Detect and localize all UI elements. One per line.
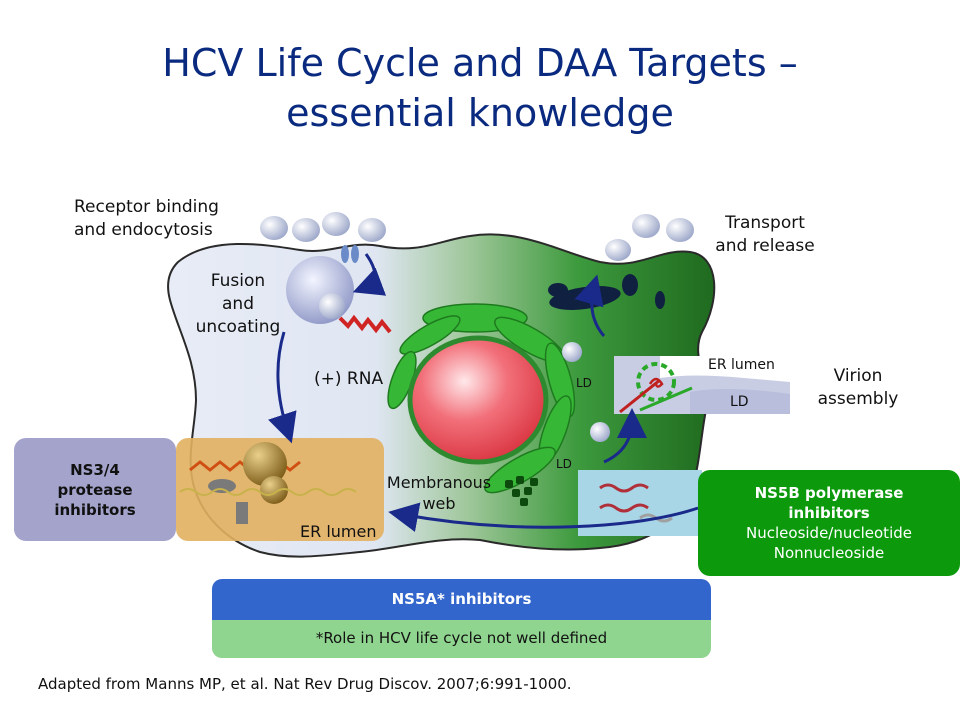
virions-release [605,214,694,261]
lipid-droplet-1 [562,342,582,362]
receptors [341,245,359,263]
ns34-protease-inhibitors-box: NS3/4 protease inhibitors [14,438,176,541]
transport-label: Transport and release [715,213,815,256]
membranous-web-label: Membranous web [386,473,492,513]
er-lumen-label-bottom: ER lumen [300,522,377,541]
ns5a-role-note: *Role in HCV life cycle not well defined [212,620,711,658]
er-folds [387,303,576,494]
ns5a-inhibitors-bar: NS5A* inhibitors [212,579,711,620]
title-line-2: essential knowledge [286,91,674,135]
assembly-inset [614,356,790,414]
fusion-label: Fusion and uncoating [195,271,281,337]
page-title: HCV Life Cycle and DAA Targets – essenti… [0,38,960,138]
ld-label-inset: LD [730,394,749,410]
cycle-arrows [268,253,699,532]
rna-label: (+) RNA [314,369,384,389]
membranous-web-vesicles [505,476,538,506]
virions-entry [260,212,386,242]
ribosome-complex [179,442,357,524]
er-lumen-label-inset: ER lumen [708,357,775,373]
endosome [286,256,354,324]
title-line-1: HCV Life Cycle and DAA Targets – [162,41,798,85]
ns5b-polymerase-inhibitors-box: NS5B polymerase inhibitors Nucleoside/nu… [698,470,960,576]
nucleus [407,335,549,465]
ld-label-upper: LD [576,376,592,390]
lipid-droplet-2 [590,422,610,442]
virion-assembly-label: Virion assembly [817,366,899,409]
rna-strand [338,314,392,334]
citation-footnote: Adapted from Manns MP, et al. Nat Rev Dr… [38,675,572,693]
receptor-binding-label: Receptor binding and endocytosis [74,197,219,240]
ld-label-lower: LD [556,457,572,471]
